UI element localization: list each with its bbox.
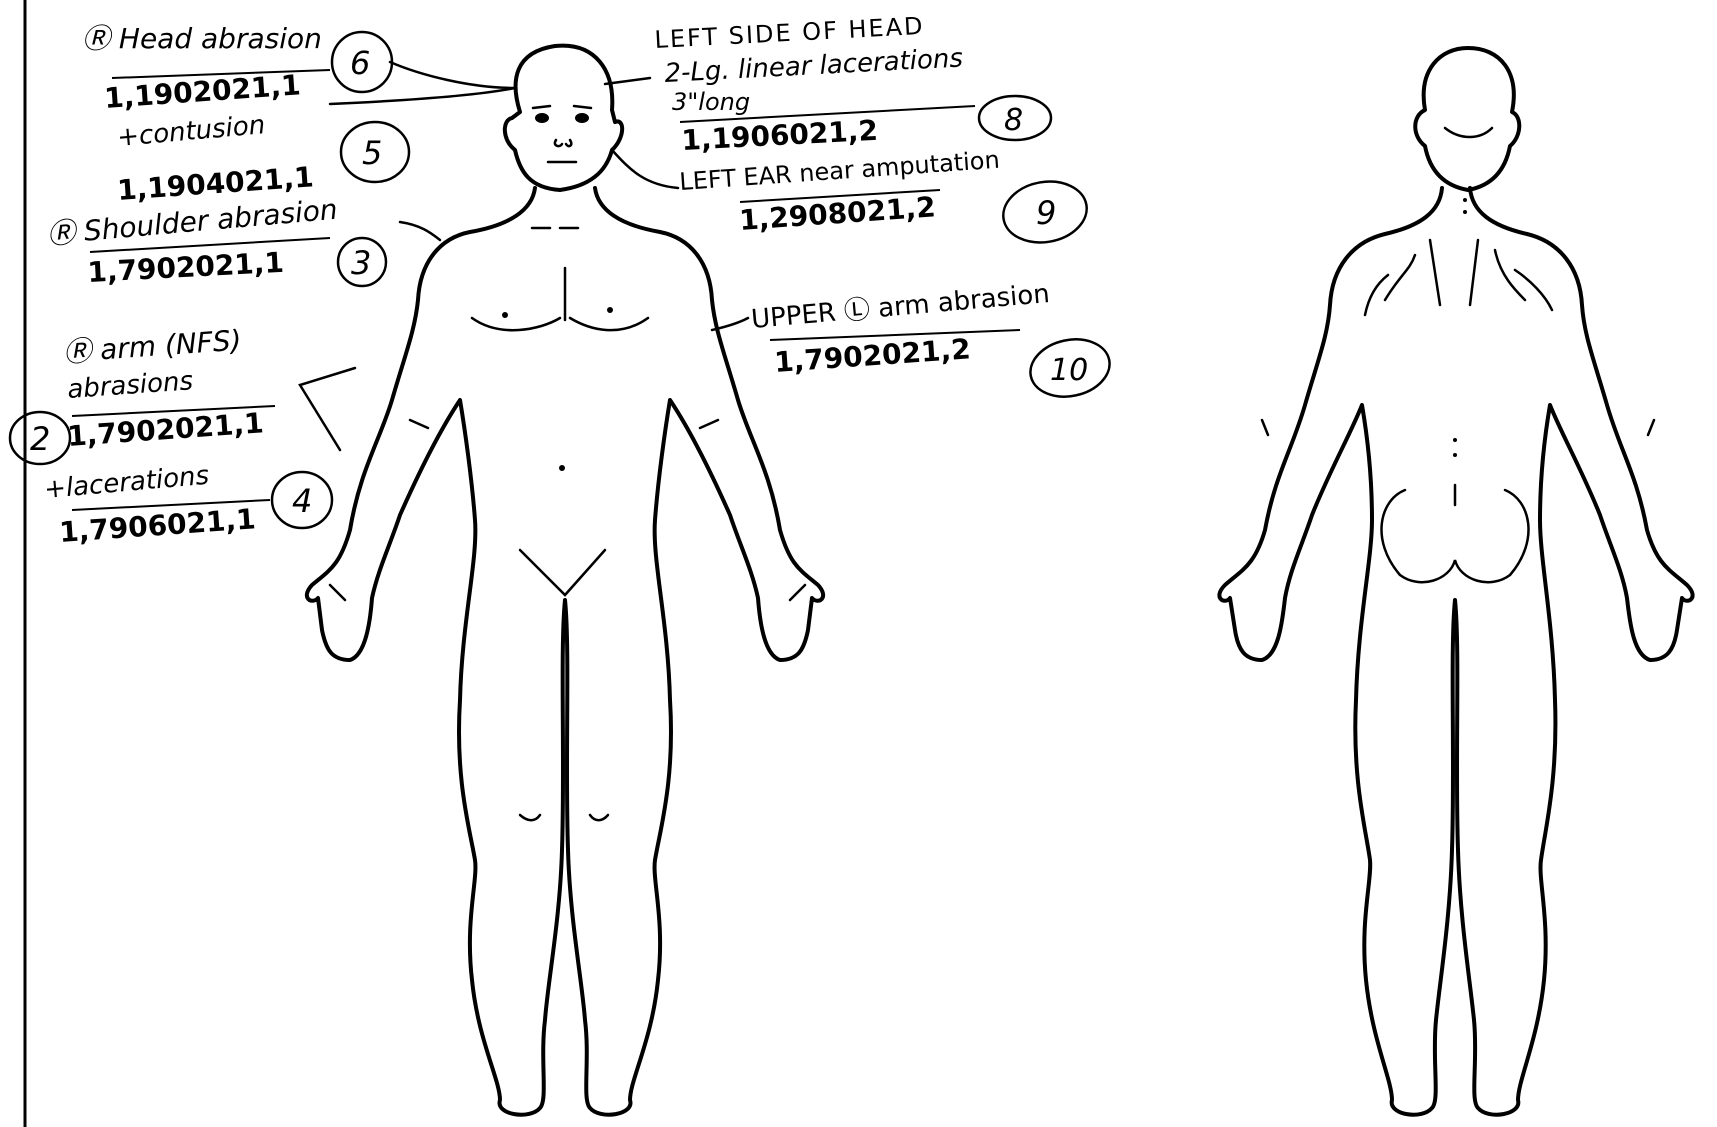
front-head-outline xyxy=(505,46,622,190)
back-elbow-marks xyxy=(1262,420,1654,435)
annotation-upper-l-arm: UPPER Ⓛ arm abrasion 1,7902021,2 10 xyxy=(712,279,1115,404)
back-spine-dot-3 xyxy=(1453,438,1457,442)
r-arm-number: 2 xyxy=(30,420,50,458)
r-shoulder-code: 1,7902021,1 xyxy=(87,246,285,289)
r-shoulder-pointer xyxy=(400,222,440,240)
back-shoulder-blade-lines xyxy=(1365,240,1552,315)
annotation-left-ear: LEFT EAR near amputation 1,2908021,2 9 xyxy=(612,146,1092,249)
front-left-eye xyxy=(535,113,549,123)
r-shoulder-number: 3 xyxy=(351,244,371,282)
front-torso-outline xyxy=(307,188,823,1115)
r-head-contusion-number: 5 xyxy=(362,134,382,172)
r-arm-code: 1,7902021,1 xyxy=(66,406,264,453)
r-head-contusion-label: +contusion xyxy=(116,110,266,153)
upper-l-arm-title: UPPER Ⓛ arm abrasion xyxy=(750,279,1051,335)
annotation-r-head: Ⓡ Head abrasion 1,1902021,1 6 +contusion… xyxy=(82,22,515,207)
back-head-outline xyxy=(1415,48,1519,190)
back-body-figure xyxy=(1219,48,1692,1115)
front-groin-line xyxy=(520,550,605,595)
back-spine-dot-1 xyxy=(1463,198,1467,202)
front-nipple-right xyxy=(607,307,613,313)
front-elbow-marks xyxy=(410,420,718,428)
left-head-number: 8 xyxy=(1004,103,1023,138)
r-head-number: 6 xyxy=(350,44,370,82)
r-arm-bracket xyxy=(300,368,355,450)
r-arm-lacerations-label: +lacerations xyxy=(43,461,210,505)
front-eyebrows xyxy=(533,106,591,108)
back-spine-dot-2 xyxy=(1463,210,1467,214)
r-arm-lacerations-number: 4 xyxy=(292,482,312,520)
front-navel xyxy=(559,465,565,471)
back-neck-curve xyxy=(1445,128,1492,137)
front-nipple-left xyxy=(502,312,508,318)
front-chest-lines xyxy=(472,318,648,330)
left-head-length: 3"long xyxy=(672,88,750,116)
front-nose xyxy=(555,140,571,146)
upper-l-arm-number: 10 xyxy=(1050,353,1088,388)
front-right-eye xyxy=(575,113,589,123)
annotation-r-arm: Ⓡ arm (NFS) abrasions 2 1,7902021,1 +lac… xyxy=(10,324,355,549)
left-ear-pointer xyxy=(612,150,678,188)
annotation-left-head: LEFT SIDE OF HEAD 2-Lg. linear laceratio… xyxy=(605,12,1051,157)
left-ear-code: 1,2908021,2 xyxy=(738,190,936,237)
front-collar-marks xyxy=(532,228,578,320)
r-head-code: 1,1902021,1 xyxy=(103,68,301,115)
r-arm-abrasions-label: abrasions xyxy=(66,366,194,405)
annotation-r-shoulder: Ⓡ Shoulder abrasion 1,7902021,1 3 xyxy=(46,193,440,289)
back-torso-outline xyxy=(1219,188,1692,1115)
back-spine-dot-4 xyxy=(1453,453,1457,457)
r-arm-title: Ⓡ arm (NFS) xyxy=(62,324,242,369)
left-ear-number: 9 xyxy=(1036,194,1056,232)
r-head-title: Ⓡ Head abrasion xyxy=(82,22,322,55)
